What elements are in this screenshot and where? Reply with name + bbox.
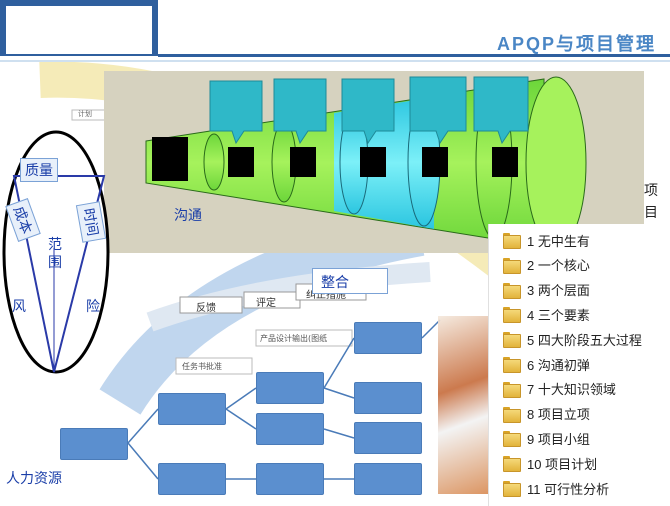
topic-list-item[interactable]: 9 项目小组 (503, 428, 590, 448)
slide-title: APQP与项目管理 (496, 34, 656, 54)
bg-label-review: 评定 (256, 298, 276, 309)
human-resources-label: 人力资源 (6, 471, 62, 487)
iron-triangle-graphic (2, 130, 110, 374)
topic-list-item[interactable]: 11 可行性分析 (503, 478, 609, 498)
folder-icon (503, 307, 521, 324)
folder-icon (503, 481, 521, 497)
topic-list-label: 5 四大阶段五大过程 (527, 332, 642, 348)
folder-icon (503, 456, 521, 473)
folder-icon (503, 381, 521, 398)
tree-node-root (60, 428, 128, 460)
communication-funnel-panel (104, 71, 644, 253)
bg-label-feedback: 反馈 (196, 303, 216, 314)
quality-chip: 质量 (20, 158, 58, 182)
tree-node-l3-c (354, 422, 422, 454)
funnel-graphic (145, 76, 587, 250)
topic-list-item[interactable]: 3 两个层面 (503, 280, 590, 300)
risk-text-left: 风 (12, 299, 26, 315)
topic-list-label: 3 两个层面 (527, 283, 590, 299)
header-divider (0, 60, 670, 62)
folder-icon (503, 357, 521, 373)
header-rule (158, 54, 670, 57)
tree-node-l3-d (354, 463, 422, 495)
bg-label-approval: 任务书批准 (182, 362, 222, 371)
topic-list-label: 8 项目立项 (527, 407, 590, 423)
communication-label: 沟通 (174, 208, 202, 224)
topic-list-item[interactable]: 2 一个核心 (503, 255, 590, 275)
folder-icon (503, 282, 521, 299)
topic-list-item[interactable]: 5 四大阶段五大过程 (503, 329, 642, 349)
folder-icon (503, 257, 521, 274)
slide-header: APQP与项目管理 (0, 0, 670, 60)
topic-list-item[interactable]: 10 项目计划 (503, 453, 597, 473)
folder-icon (503, 406, 521, 423)
topic-list-label: 2 一个核心 (527, 258, 590, 274)
iron-triangle-diagram: 质量 成本 时间 范 围 风 险 (0, 128, 112, 376)
folder-icon (503, 431, 521, 448)
topic-list-label: 9 项目小组 (527, 431, 590, 447)
topic-list-label: 4 三个要素 (527, 307, 590, 323)
topic-list-item[interactable]: 4 三个要素 (503, 304, 590, 324)
risk-text-right: 险 (86, 299, 100, 315)
tree-node-l2-c (256, 463, 324, 495)
topic-list-label: 10 项目计划 (527, 456, 598, 472)
topic-list-label: 11 可行性分析 (527, 481, 610, 497)
bg-label-correct: 纠正措施 (306, 290, 346, 301)
bg-label-plan: 计划 (78, 110, 92, 118)
tree-node-l3-b (354, 382, 422, 414)
bg-label-output: 产品设计输出(图纸 (260, 334, 328, 343)
tree-node-l1-b (158, 463, 226, 495)
folder-icon (503, 332, 521, 349)
tree-node-l2-a (256, 372, 324, 404)
side-text-project: 项目 (644, 183, 658, 221)
topic-list-label: 7 十大知识领域 (527, 382, 616, 398)
topic-list-item[interactable]: 7 十大知识领域 (503, 379, 616, 399)
topic-list-panel: 1 无中生有 2 一个核心 3 两个层面 4 三个要素 5 四大阶段五大过程 6 沟通初弹… (488, 224, 670, 506)
scope-text-2: 围 (48, 255, 62, 271)
decorative-photo (438, 316, 488, 494)
topic-list-item[interactable]: 8 项目立项 (503, 404, 590, 424)
scope-text-1: 范 (48, 237, 62, 253)
topic-list-item[interactable]: 6 沟通初弹 (503, 354, 590, 374)
topic-list-label: 1 无中生有 (527, 233, 590, 249)
tree-node-l2-b (256, 413, 324, 445)
integration-label: 整合 (312, 268, 388, 294)
folder-icon (503, 233, 521, 249)
topic-list-item[interactable]: 1 无中生有 (503, 230, 590, 250)
tree-node-l3-a (354, 322, 422, 354)
tree-node-l1-a (158, 393, 226, 425)
header-logo-box (6, 6, 152, 54)
topic-list-label: 6 沟通初弹 (527, 357, 590, 373)
